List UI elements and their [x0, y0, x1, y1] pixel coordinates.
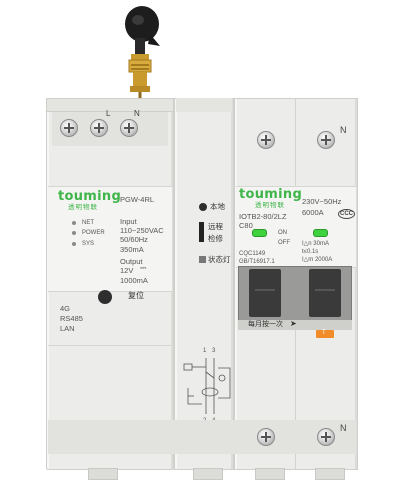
spec-input: Input	[120, 217, 137, 226]
gateway-lower-divider	[48, 345, 172, 346]
local-button[interactable]	[199, 203, 207, 211]
din-foot-2	[193, 468, 223, 480]
net-label: NET	[82, 220, 94, 226]
sys-label: SYS	[82, 241, 95, 247]
gateway-model: PGW-4RL	[120, 195, 155, 204]
lever-left-grip	[255, 289, 275, 291]
breaker-rating: C80	[239, 221, 253, 230]
breaker-terminal-n-bottom: N	[340, 423, 347, 433]
diagram-mark-1: 1	[203, 348, 207, 354]
bottom-screw-2[interactable]	[317, 428, 335, 446]
breaker-lever-left[interactable]	[249, 269, 281, 317]
bottom-terminal-bay	[48, 420, 356, 454]
test-button-label: T	[322, 330, 326, 336]
comm-lan: LAN	[60, 324, 75, 333]
spec-output-current: 1000mA	[120, 276, 148, 285]
gateway-brand-cn: 透明物联	[68, 204, 98, 211]
mode-top-cap	[176, 98, 232, 112]
breaker-terminal-n-top: N	[340, 125, 347, 135]
test-note-band	[238, 320, 352, 330]
breaker-top-screw-1[interactable]	[257, 131, 275, 149]
breaker-lever-right[interactable]	[309, 269, 341, 317]
spec-frequency: 50/60Hz	[120, 235, 148, 244]
terminal-screw-1[interactable]	[60, 119, 78, 137]
breaker-on-label: ON	[278, 230, 287, 236]
spec-voltage: 110~250VAC	[120, 226, 164, 235]
breaker-status-led	[252, 229, 267, 237]
leak-rating-2: t≤0.1s	[302, 249, 319, 255]
breaker-standard-1: CQC1149	[239, 251, 266, 257]
terminal-screw-3[interactable]	[120, 119, 138, 137]
terminal-label-n: N	[134, 109, 140, 118]
terminal-label-l: L	[106, 109, 111, 118]
antenna-icon	[125, 6, 160, 100]
breaker-capacity: 6000A	[302, 208, 324, 217]
spec-output: Output	[120, 257, 143, 266]
status-label: 状态灯	[208, 255, 231, 264]
breaker-brand-cn: 透明物联	[255, 202, 285, 209]
breaker-off-label: OFF	[278, 240, 290, 246]
sys-indicator	[72, 242, 76, 246]
breaker-voltage: 230V~50Hz	[302, 197, 342, 206]
din-foot-4	[315, 468, 345, 480]
comm-rs485: RS485	[60, 314, 83, 323]
diagram-mark-3: 3	[212, 348, 216, 354]
comm-4g: 4G	[60, 304, 71, 313]
lever-right-grip	[315, 289, 335, 291]
breaker-label-band	[236, 186, 356, 268]
leak-rating-3: I△m 2000A	[302, 257, 333, 263]
mode-switch[interactable]	[199, 222, 204, 242]
breaker-top-screw-2[interactable]	[317, 131, 335, 149]
breaker-standard-2: GB/T16917.1	[239, 259, 275, 265]
gateway-brand: touming	[58, 189, 122, 204]
breaker-brand: touming	[239, 187, 303, 202]
leak-rating-1: I△n 30mA	[302, 241, 329, 247]
test-arrow: ➤	[290, 319, 297, 328]
din-foot-3	[255, 468, 285, 480]
power-indicator	[72, 231, 76, 235]
status-lamp	[199, 256, 206, 263]
bottom-screw-1[interactable]	[257, 428, 275, 446]
din-foot-1	[88, 468, 118, 480]
spec-output-voltage: 12V	[120, 266, 134, 275]
mode-module	[174, 98, 234, 470]
gateway-top-step	[46, 98, 174, 112]
repair-label: 检修	[208, 234, 223, 243]
net-indicator	[72, 221, 76, 225]
spec-current-in: 350mA	[120, 245, 144, 254]
breaker-model: IOTB2-80/2LZ	[239, 212, 287, 221]
gateway-label-band	[48, 186, 172, 292]
terminal-screw-2[interactable]	[90, 119, 108, 137]
leakage-status-led	[313, 229, 328, 237]
local-label: 本地	[210, 202, 225, 211]
test-note: 每月按一次	[248, 321, 283, 328]
reset-button[interactable]	[98, 290, 112, 304]
power-label: POWER	[82, 230, 105, 236]
reset-label: 复位	[128, 291, 144, 300]
dc-symbol: ⎓	[140, 263, 147, 272]
cert-mark: CCC	[338, 209, 355, 219]
test-button[interactable]	[316, 330, 334, 338]
remote-label: 远程	[208, 222, 223, 231]
